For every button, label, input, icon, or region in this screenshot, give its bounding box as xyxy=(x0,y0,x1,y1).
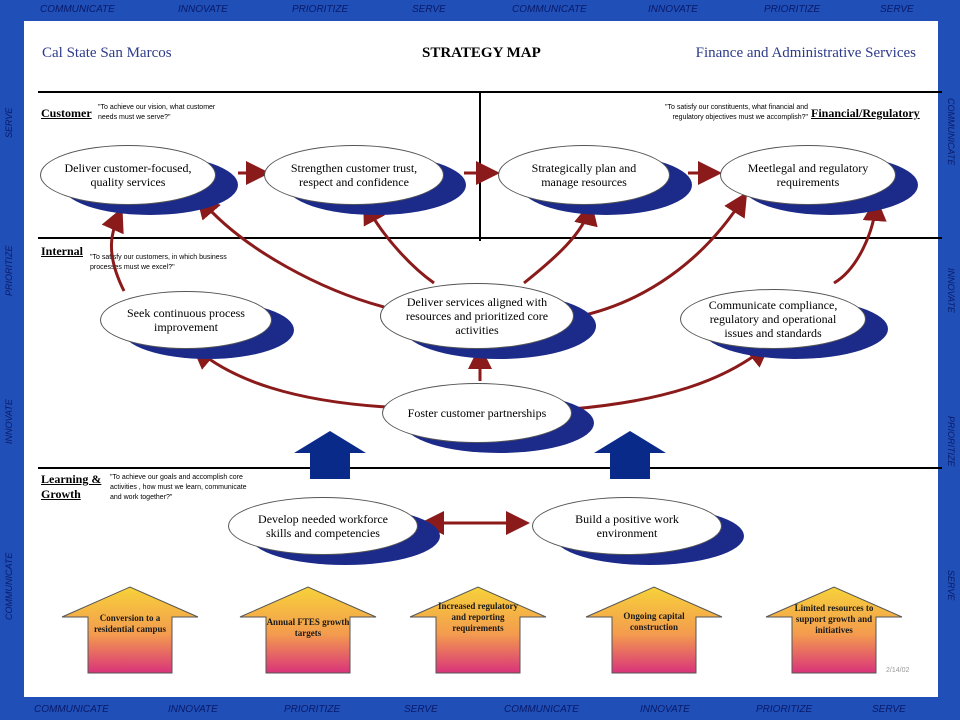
frame-word: INNOVATE xyxy=(168,704,218,715)
up-arrow xyxy=(294,431,366,479)
connector-arrow xyxy=(363,199,435,285)
driver-label: Annual FTES growth targets xyxy=(266,617,350,638)
frame-word: INNOVATE xyxy=(946,268,956,313)
divider-customer-top xyxy=(38,91,942,93)
section-label-learning-line2: Growth xyxy=(41,487,81,501)
financial-question: "To satisfy our constituents, what finan… xyxy=(665,104,808,121)
connector-arrow xyxy=(571,343,771,411)
frame-word: COMMUNICATE xyxy=(40,4,115,15)
objective-meet-legal: Meetlegal and regulatory requirements xyxy=(720,145,918,215)
driver-label: Limited resources to support growth and … xyxy=(794,603,874,635)
oval-label: Build a positive work environment xyxy=(532,497,722,555)
driver-arrow-shape xyxy=(765,586,903,674)
learning-question: "To achieve our goals and accomplish cor… xyxy=(110,474,247,501)
internal-question: "To satisfy our customers, in which busi… xyxy=(90,254,227,271)
frame-word: PRIORITIZE xyxy=(292,4,349,15)
frame-word: SERVE xyxy=(880,4,914,15)
driver-arrow-shape xyxy=(61,586,199,674)
oval-label: Strategically plan and manage resources xyxy=(498,145,670,205)
objective-positive-environment: Build a positive work environment xyxy=(532,497,744,565)
section-label-financial: Financial/Regulatory xyxy=(811,106,920,120)
oval-label: Deliver services aligned with resources … xyxy=(380,283,574,349)
oval-label: Develop needed workforce skills and comp… xyxy=(228,497,418,555)
frame-right-column: COMMUNICATE INNOVATE PRIORITIZE SERVE xyxy=(940,20,960,700)
page-title: STRATEGY MAP xyxy=(422,45,541,61)
frame-word: PRIORITIZE xyxy=(4,245,14,296)
frame-word: SERVE xyxy=(946,570,956,601)
section-label-customer: Customer xyxy=(41,106,92,120)
frame-word: INNOVATE xyxy=(648,4,698,15)
frame-top-row: COMMUNICATE INNOVATE PRIORITIZE SERVE CO… xyxy=(0,0,960,20)
driver-label: Increased regulatory and reporting requi… xyxy=(438,601,518,633)
oval-label: Seek continuous process improvement xyxy=(100,291,272,349)
frame-word: PRIORITIZE xyxy=(284,704,341,715)
driver-regulatory-requirements: Increased regulatory and reporting requi… xyxy=(434,601,522,671)
driver-limited-resources: Limited resources to support growth and … xyxy=(790,603,878,673)
frame-word: COMMUNICATE xyxy=(34,704,109,715)
connector-arrow xyxy=(196,194,385,309)
frame-word: SERVE xyxy=(872,704,906,715)
frame-word: PRIORITIZE xyxy=(764,4,821,15)
section-label-learning: Learning & Growth xyxy=(41,472,101,502)
frame-word: SERVE xyxy=(412,4,446,15)
oval-label: Foster customer partnerships xyxy=(382,383,572,443)
frame-bottom-row: COMMUNICATE INNOVATE PRIORITIZE SERVE CO… xyxy=(0,700,960,720)
connector-arrow xyxy=(833,197,887,285)
driver-residential-campus: Conversion to a residential campus xyxy=(86,613,174,669)
connector-arrow xyxy=(101,207,126,292)
oval-label: Meetlegal and regulatory requirements xyxy=(720,145,896,205)
division-title: Finance and Administrative Services xyxy=(695,45,916,61)
driver-arrow-shape xyxy=(585,586,723,674)
frame-word: PRIORITIZE xyxy=(946,416,956,467)
driver-capital-construction: Ongoing capital construction xyxy=(610,611,698,671)
date-stamp: 2/14/02 xyxy=(886,667,910,674)
frame-word: COMMUNICATE xyxy=(504,704,579,715)
driver-arrow-shape xyxy=(409,586,547,674)
frame-left-column: SERVE PRIORITIZE INNOVATE COMMUNICATE xyxy=(0,20,20,700)
objective-foster-partnerships: Foster customer partnerships xyxy=(382,383,594,453)
driver-ftes-growth: Annual FTES growth targets xyxy=(264,613,352,669)
connector-arrow xyxy=(191,345,387,409)
driver-label: Conversion to a residential campus xyxy=(93,613,167,634)
objective-deliver-aligned: Deliver services aligned with resources … xyxy=(380,283,596,359)
driver-arrow-shape xyxy=(239,586,377,674)
connector-arrow xyxy=(575,191,748,319)
up-arrow xyxy=(594,431,666,479)
driver-label: Ongoing capital construction xyxy=(623,611,685,632)
customer-question: "To achieve our vision, what customer ne… xyxy=(98,104,216,121)
frame-word: COMMUNICATE xyxy=(946,98,956,166)
frame-word: COMMUNICATE xyxy=(4,552,14,620)
frame-word: INNOVATE xyxy=(4,399,14,444)
frame-word: INNOVATE xyxy=(640,704,690,715)
connector-arrow xyxy=(523,201,598,285)
objective-deliver-quality: Deliver customer-focused, quality servic… xyxy=(40,145,238,215)
section-label-learning-line1: Learning & xyxy=(41,472,102,486)
org-title: Cal State San Marcos xyxy=(42,45,172,61)
frame-word: PRIORITIZE xyxy=(756,704,813,715)
strategy-map-panel: Cal State San Marcos STRATEGY MAP Financ… xyxy=(24,21,942,697)
oval-label: Strengthen customer trust, respect and c… xyxy=(264,145,444,205)
divider-internal-top xyxy=(38,237,942,239)
oval-label: Deliver customer-focused, quality servic… xyxy=(40,145,216,205)
frame-word: COMMUNICATE xyxy=(512,4,587,15)
section-label-internal: Internal xyxy=(41,244,83,258)
objective-communicate-compliance: Communicate compliance, regulatory and o… xyxy=(680,289,888,359)
connector-layer xyxy=(61,161,903,674)
objective-strengthen-trust: Strengthen customer trust, respect and c… xyxy=(264,145,466,215)
frame-word: INNOVATE xyxy=(178,4,228,15)
objective-plan-resources: Strategically plan and manage resources xyxy=(498,145,692,215)
oval-label: Communicate compliance, regulatory and o… xyxy=(680,289,866,349)
objective-develop-skills: Develop needed workforce skills and comp… xyxy=(228,497,440,565)
frame-word: SERVE xyxy=(404,704,438,715)
frame-word: SERVE xyxy=(4,107,14,138)
objective-seek-improvement: Seek continuous process improvement xyxy=(100,291,294,359)
divider-learning-top xyxy=(38,467,942,469)
